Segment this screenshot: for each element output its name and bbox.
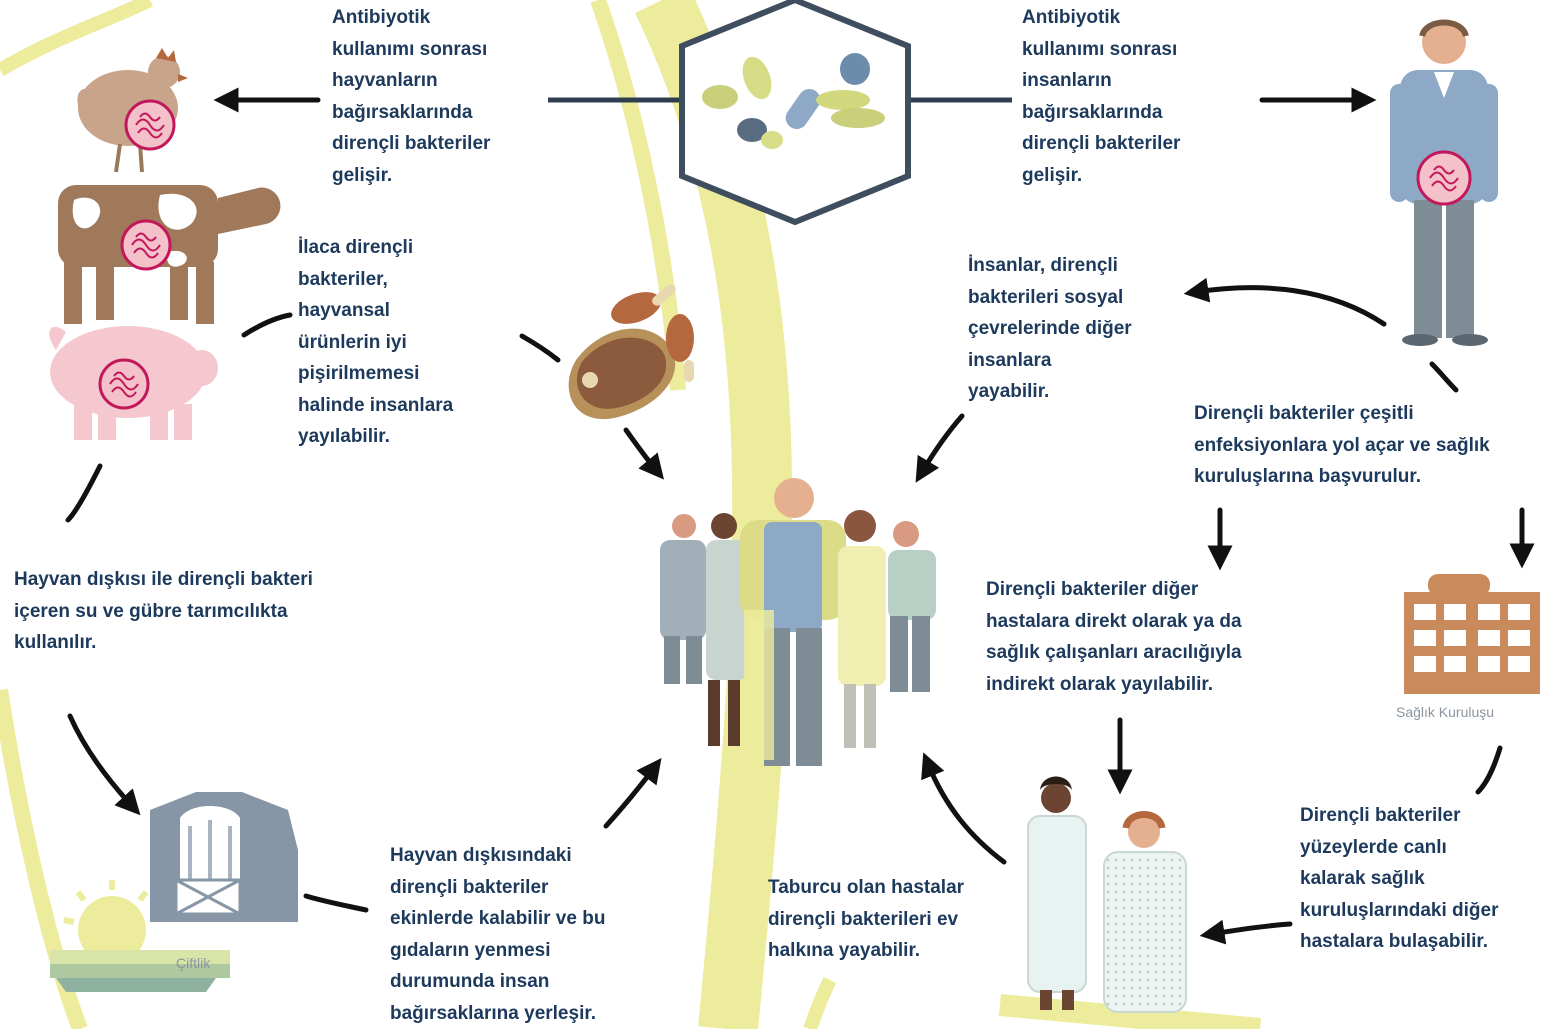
arrow-crops-to-people bbox=[603, 758, 662, 829]
man-icon bbox=[1390, 19, 1498, 346]
doctor-icon bbox=[1027, 776, 1087, 1010]
barn-icon bbox=[150, 792, 298, 922]
cow-icon bbox=[58, 185, 281, 324]
patient-spread-text: Dirençli bakteriler diğer hastalara dire… bbox=[986, 579, 1242, 695]
human-gut-text: Antibiyotik kullanımı sonrası insanların… bbox=[1022, 7, 1181, 186]
health-facility-label: Sağlık Kuruluşu bbox=[1396, 704, 1495, 720]
flow-arrows bbox=[67, 87, 1535, 945]
hospital-building-icon bbox=[1404, 574, 1540, 694]
pills-icon bbox=[702, 53, 885, 149]
arrow-discharged-to-people bbox=[921, 752, 1007, 865]
patient-icon bbox=[1103, 811, 1187, 1013]
social-spread-text: İnsanlar, dirençli bakterileri sosyal çe… bbox=[968, 255, 1132, 402]
discharged-text: Taburcu olan hastalar dirençli bakterile… bbox=[768, 877, 965, 961]
pig-icon bbox=[49, 326, 218, 440]
sun-field-icon bbox=[50, 880, 230, 992]
meat-icon bbox=[568, 284, 694, 420]
people-group-icon bbox=[660, 478, 936, 766]
surfaces-text: Dirençli bakteriler yüzeylerde canlı kal… bbox=[1300, 805, 1499, 952]
crops-text: Hayvan dışkısındaki dirençli bakteriler … bbox=[390, 845, 606, 1024]
food-spread-text: İlaca dirençli bakteriler, hayvansal ürü… bbox=[298, 237, 454, 447]
antibiotics-hexagon bbox=[548, 0, 1012, 226]
chicken-icon bbox=[77, 48, 188, 173]
farm-label: Çiftlik bbox=[176, 955, 211, 971]
infections-text: Dirençli bakteriler çeşitli enfeksiyonla… bbox=[1194, 403, 1490, 487]
arrow-meat-to-people bbox=[623, 427, 665, 480]
arrow-to-farm bbox=[67, 713, 141, 816]
connector-lines bbox=[65, 312, 1503, 913]
animal-gut-text: Antibiyotik kullanımı sonrası hayvanları… bbox=[332, 7, 491, 186]
arrow-social-to-people bbox=[915, 413, 965, 483]
arrow-to-social bbox=[1183, 277, 1387, 327]
arrow-surfaces-to-patient bbox=[1199, 919, 1293, 945]
manure-text: Hayvan dışkısı ile dirençli bakteri içer… bbox=[14, 569, 313, 653]
